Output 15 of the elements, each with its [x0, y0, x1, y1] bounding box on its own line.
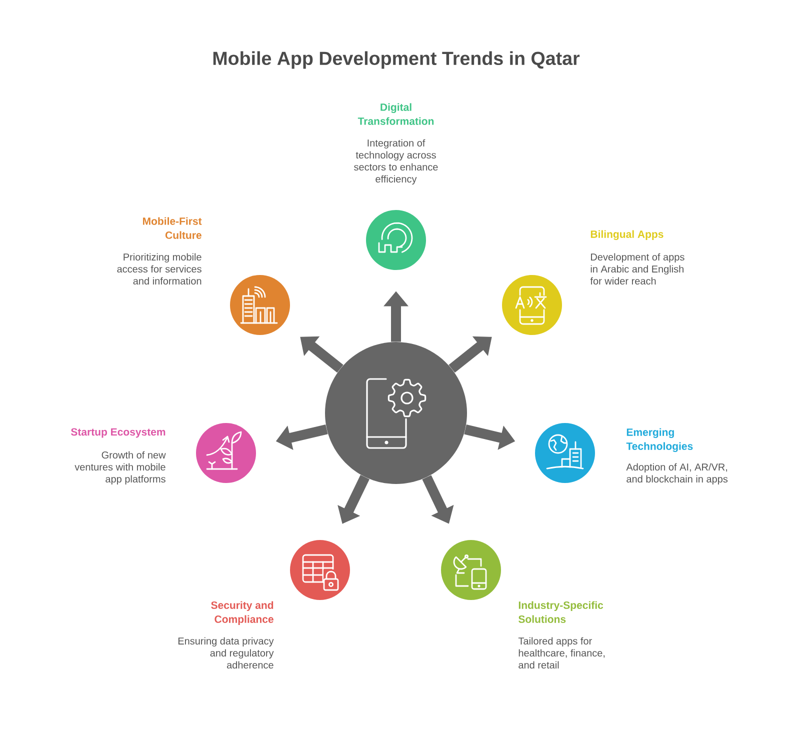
heading: Bilingual Apps: [590, 230, 664, 240]
title: Mobile App Development Trends in Qatar: [213, 51, 580, 69]
heading: Startup Ecosystem: [70, 428, 166, 438]
description: Integration of technology across sectors to enhance efficiency: [354, 139, 438, 185]
heading: Digital Transformation: [358, 103, 434, 125]
description: Growth of new ventures with mobile app platforms: [74, 451, 166, 485]
heading: Emerging Technologies: [626, 428, 693, 452]
heading: Mobile-First Culture: [143, 217, 202, 239]
heading: Industry-Specific Solutions: [518, 601, 604, 623]
description: Ensuring data privacy and regulatory adherence: [178, 637, 274, 669]
description: Tailored apps for healthcare, finance, and retail: [518, 637, 605, 669]
description: Prioritizing mobile access for services and information: [117, 253, 202, 285]
description: Development of apps in Arabic and English for wider reach: [590, 253, 684, 285]
description: Adoption of AI, AR/VR, and blockchain in apps: [626, 463, 728, 485]
heading: Security and Compliance: [211, 601, 274, 625]
